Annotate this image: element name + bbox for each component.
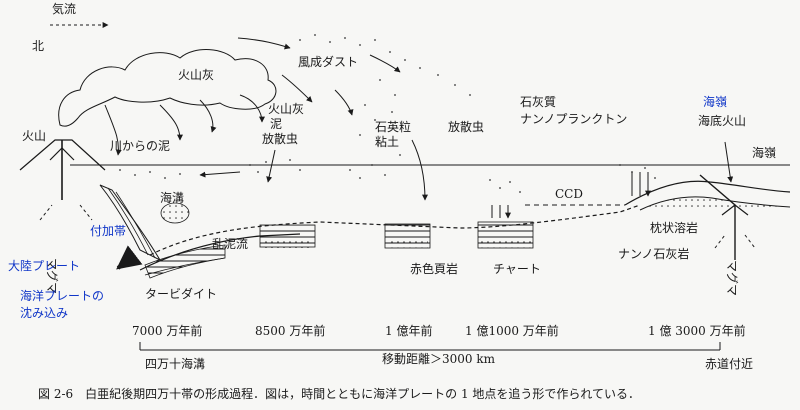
magma-chamber-left — [39, 204, 93, 221]
time-100ma: 1 億年前 — [385, 323, 432, 338]
settling-arrow — [266, 149, 276, 183]
label-wind-dust: 風成ダスト — [298, 54, 358, 69]
label-sea-level: 海嶺 — [752, 145, 776, 160]
figure-caption: 図 2-6 白亜紀後期四万十帯の形成過程．図は，時間とともに海洋プレートの 1 … — [38, 386, 640, 401]
label-seamount-blue: 海嶺 — [703, 94, 727, 109]
mud-arrow — [199, 171, 241, 178]
label-magma-right: マグマ — [725, 260, 739, 296]
wind-arrow — [281, 74, 313, 103]
magma-chamber-right — [714, 234, 756, 249]
volcano-cone — [19, 139, 106, 171]
seamount-arrow — [724, 141, 734, 183]
label-nannoplankton: ナンノプランクトン — [520, 112, 627, 126]
label-subduction-2: 沈み込み — [20, 305, 68, 320]
ash-fall-arrow — [104, 104, 122, 156]
label-magma-left: マグマ — [45, 258, 59, 294]
label-turbidite: タービダイト — [145, 286, 217, 301]
time-70ma: 7000 万年前 — [132, 323, 202, 338]
label-ccd: CCD — [555, 187, 583, 201]
label-volcanic-ash: 火山灰 — [178, 68, 214, 82]
plate-top — [149, 204, 641, 256]
label-red-shale: 赤色頁岩 — [410, 261, 458, 276]
ash-fall-arrow — [159, 104, 183, 141]
volcano-arrow — [49, 147, 75, 161]
label-quartz: 石英粒 — [375, 119, 411, 134]
label-turbidity-flow: 乱泥流 — [212, 237, 248, 251]
wind-arrow — [334, 89, 354, 116]
ash-fall-arrow — [199, 99, 217, 133]
label-accretionary-wedge: 付加帯 — [90, 224, 126, 238]
wind-arrow — [369, 54, 401, 73]
label-mud: 泥 — [270, 117, 282, 131]
label-shimanto-trench: 四万十海溝 — [145, 356, 205, 371]
label-seamount-volcano: 海底火山 — [698, 113, 746, 128]
label-radiolaria-2: 放散虫 — [448, 119, 484, 134]
label-radiolaria-1: 放散虫 — [262, 131, 298, 146]
ash-fall-arrow — [239, 94, 265, 123]
seamount-conduit — [699, 174, 736, 260]
label-nanno-limestone: ナンノ石灰岩 — [618, 246, 689, 261]
label-continental-plate: 大陸プレート — [8, 259, 80, 273]
stack-left — [144, 244, 226, 279]
label-trench: 海溝 — [160, 190, 184, 205]
label-mud-from-river: 川からの泥 — [110, 139, 170, 153]
wind-arrow — [237, 37, 291, 50]
trench-sediment — [160, 202, 190, 224]
time-85ma: 8500 万年前 — [255, 323, 325, 338]
subduction-arrow — [116, 245, 143, 270]
label-north: 北 — [32, 39, 44, 53]
settling-arrow — [411, 139, 428, 201]
ash-cloud — [58, 49, 277, 127]
stack-100ma — [384, 223, 431, 249]
label-equator: 赤道付近 — [705, 357, 753, 371]
pillow-lava-body — [639, 196, 791, 211]
stack-85ma — [259, 224, 316, 248]
time-130ma: 1 億 3000 万年前 — [648, 323, 746, 338]
label-distance: 移動距離＞3000 km — [382, 352, 496, 366]
label-ash: 火山灰 — [268, 102, 304, 116]
stack-110ma — [477, 205, 534, 249]
time-110ma: 1 億1000 万年前 — [465, 323, 559, 338]
label-chert: チャート — [493, 262, 541, 276]
nanno-arrows — [631, 172, 648, 196]
label-subduction-1: 海洋プレートの — [20, 288, 104, 303]
label-clay: 粘土 — [375, 134, 399, 149]
label-pillow-lava: 枕状溶岩 — [650, 220, 698, 235]
label-volcano: 火山 — [22, 129, 46, 143]
label-calcareous: 石灰質 — [520, 94, 556, 109]
label-airflow: 気流 — [52, 1, 76, 16]
